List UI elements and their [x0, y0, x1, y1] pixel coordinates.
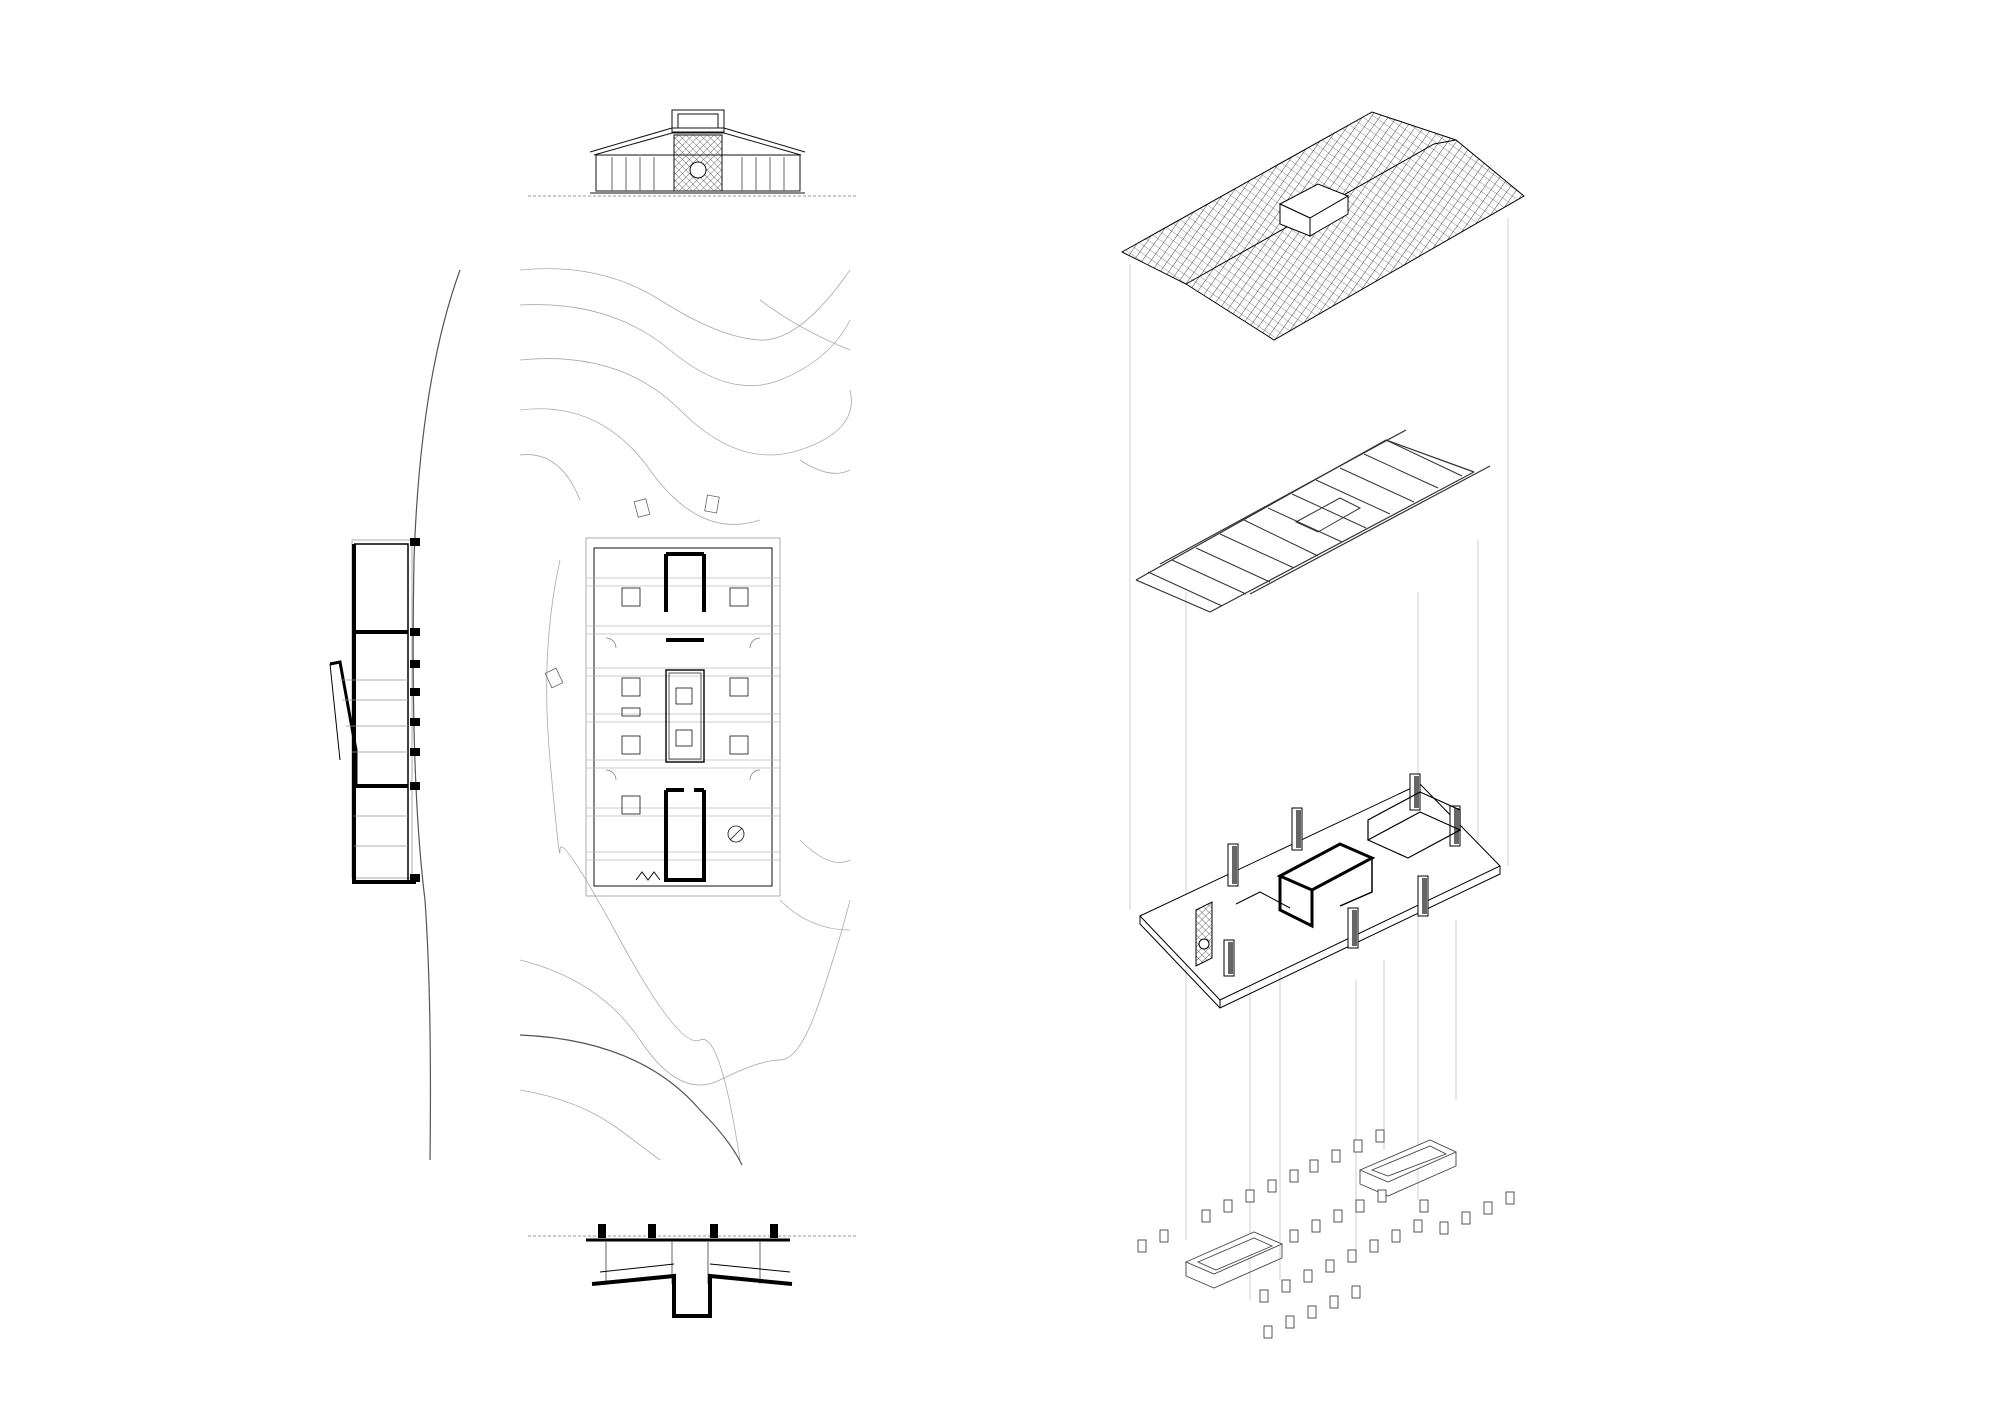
shoreline-curve	[412, 269, 461, 1161]
floor-plan	[585, 537, 781, 897]
front-elevation	[528, 109, 858, 197]
roof-covering	[1120, 111, 1525, 341]
site-floor-plan	[412, 268, 852, 1166]
roof-truss-frame	[1135, 429, 1491, 613]
cross-section	[528, 1224, 858, 1318]
foundation-footings	[1137, 1129, 1515, 1339]
tree-symbols	[544, 494, 720, 689]
projection-lines	[1129, 218, 1509, 1300]
terrain-contours	[519, 268, 852, 1161]
road-curve	[519, 1034, 743, 1166]
side-section	[329, 538, 420, 884]
table-symbols	[621, 587, 749, 815]
floor-slab-with-walls	[1139, 773, 1501, 1009]
exploded-axonometric	[1120, 111, 1525, 1339]
